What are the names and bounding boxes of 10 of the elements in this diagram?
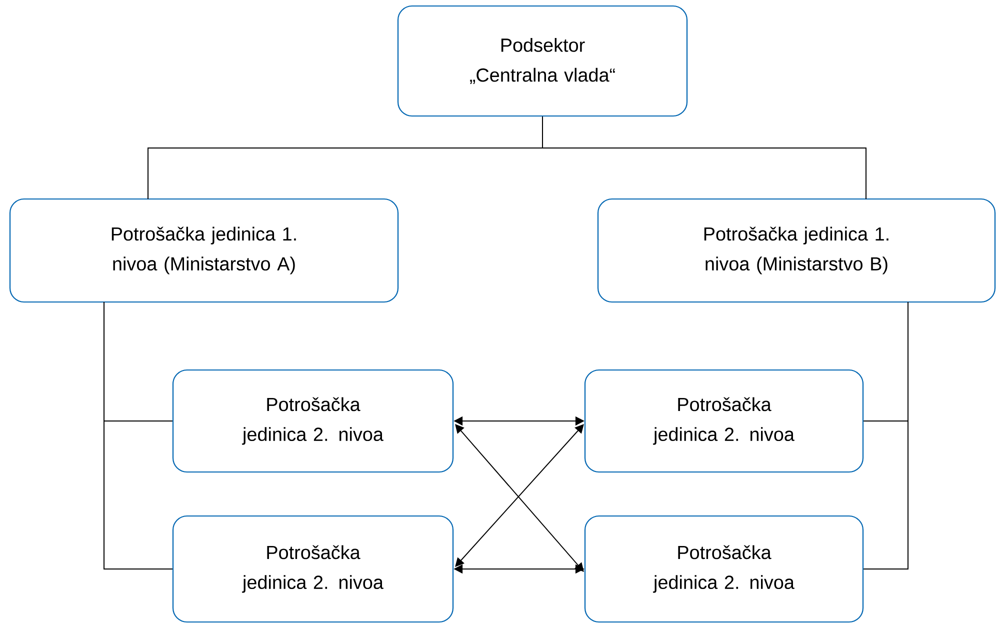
connector-line: [542, 116, 866, 200]
process-box: Potrošačka jedinica 2. nivoa: [584, 515, 864, 623]
process-box: Potrošačka jedinica 1. nivoa (Ministarstvo A): [9, 198, 399, 303]
connector-line: [863, 302, 908, 570]
connector-line: [104, 302, 173, 570]
process-box: Potrošačka jedinica 2. nivoa: [172, 515, 454, 623]
process-box: Potrošačka jedinica 2. nivoa: [584, 369, 864, 473]
process-box: Podsektor „Centralna vlada“: [397, 5, 688, 117]
process-box: Potrošačka jedinica 2. nivoa: [172, 369, 454, 473]
process-box: Potrošačka jedinica 1. nivoa (Ministarstvo B): [597, 198, 996, 303]
